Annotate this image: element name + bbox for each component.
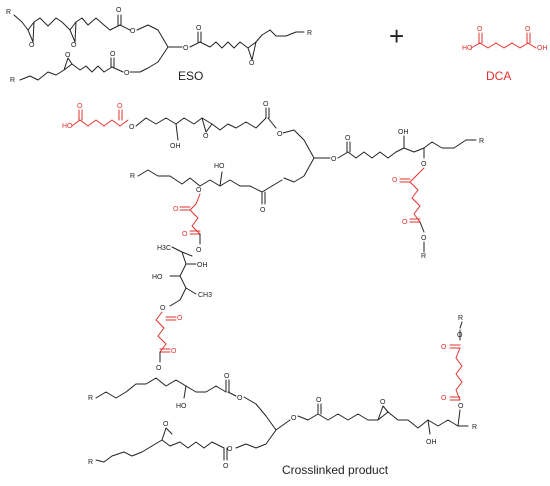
product-o-i4: O xyxy=(457,332,463,339)
product-o-b2: O xyxy=(277,131,283,138)
product-o-e3: O xyxy=(196,247,202,254)
product-o-b1: O xyxy=(263,101,269,108)
product-o-h3: O xyxy=(291,415,297,422)
product-oh-1: OH xyxy=(170,143,181,150)
dca-o-2: O xyxy=(525,26,531,33)
eso-r-3: R xyxy=(10,77,15,84)
product-h3c: H3C xyxy=(157,245,171,252)
product-o-j2: O xyxy=(223,463,229,470)
product-o-b5: O xyxy=(421,161,427,168)
eso-epoxide-o-1: O xyxy=(29,42,35,49)
product-r-3: R xyxy=(130,173,135,180)
product-o-f1: O xyxy=(160,305,166,312)
product-o-j1: O xyxy=(227,446,233,453)
product-epoxide-o-3: O xyxy=(163,421,169,428)
product-o-i3: O xyxy=(441,344,447,351)
dca-label: DCA xyxy=(486,69,511,83)
plus-sign: + xyxy=(389,21,404,51)
product-o-h4: O xyxy=(316,397,322,404)
eso-r-2: R xyxy=(307,30,312,37)
product-o-e2: O xyxy=(182,231,188,238)
product-ho-mid: HO xyxy=(214,163,225,170)
product-ho-2: HO xyxy=(152,274,163,281)
product-r-1: R xyxy=(479,138,484,145)
eso-carbonyl-o-3: O xyxy=(110,51,116,58)
product-r-5: R xyxy=(472,424,477,431)
product-o-h2: O xyxy=(237,395,243,402)
eso-ester-o-2: O xyxy=(183,45,189,52)
crosslinked-product: HO O O O OH O O O O O OH O R O O xyxy=(62,101,484,470)
eso-epoxide-o-2: O xyxy=(71,42,77,49)
product-o-e1: O xyxy=(173,206,179,213)
product-o-a3: O xyxy=(129,124,135,131)
product-o-a1: O xyxy=(77,103,83,110)
eso-label: ESO xyxy=(178,69,203,83)
product-oh-2: OH xyxy=(398,129,409,136)
product-o-g1: O xyxy=(177,315,183,322)
product-epoxide-o-2: O xyxy=(380,399,386,406)
product-r-7: R xyxy=(88,459,93,466)
product-oh-4: OH xyxy=(426,439,437,446)
eso-carbonyl-o-1: O xyxy=(116,7,122,14)
dca-molecule: HO O O OH xyxy=(462,26,548,52)
product-o-b4: O xyxy=(345,135,351,142)
product-o-g2: O xyxy=(171,348,177,355)
product-ho-3: HO xyxy=(176,403,187,410)
product-o-c3: O xyxy=(421,235,427,242)
product-o-a2: O xyxy=(117,103,123,110)
product-o-b3: O xyxy=(331,156,337,163)
eso-ester-o-3: O xyxy=(124,70,130,77)
product-oh-3: OH xyxy=(197,262,208,269)
product-ch3: CH3 xyxy=(198,292,212,299)
product-epoxide-o-1: O xyxy=(203,133,209,140)
dca-oh: OH xyxy=(537,45,548,52)
dca-o-1: O xyxy=(477,26,483,33)
dca-ho: HO xyxy=(462,45,473,52)
product-o-d2: O xyxy=(196,187,202,194)
product-r-4: R xyxy=(88,395,93,402)
eso-carbonyl-o-2: O xyxy=(196,25,202,32)
product-o-g3: O xyxy=(156,365,162,372)
eso-epoxide-o-4: O xyxy=(65,52,71,59)
product-o-i1: O xyxy=(458,403,464,410)
eso-ester-o-1: O xyxy=(130,28,136,35)
product-o-c2: O xyxy=(402,219,408,226)
product-o-i2: O xyxy=(441,395,447,402)
product-label: Crosslinked product xyxy=(282,463,389,477)
product-ho-terminal: HO xyxy=(62,123,73,130)
product-o-c1: O xyxy=(392,177,398,184)
eso-epoxide-o-3: O xyxy=(249,60,255,67)
eso-r-1: R xyxy=(6,9,11,16)
product-r-6: R xyxy=(458,315,463,322)
eso-molecule: O O R O O O O O R O O O R xyxy=(6,7,312,84)
product-o-d1: O xyxy=(260,207,266,214)
product-o-h1: O xyxy=(224,373,230,380)
product-r-2: R xyxy=(421,253,426,260)
